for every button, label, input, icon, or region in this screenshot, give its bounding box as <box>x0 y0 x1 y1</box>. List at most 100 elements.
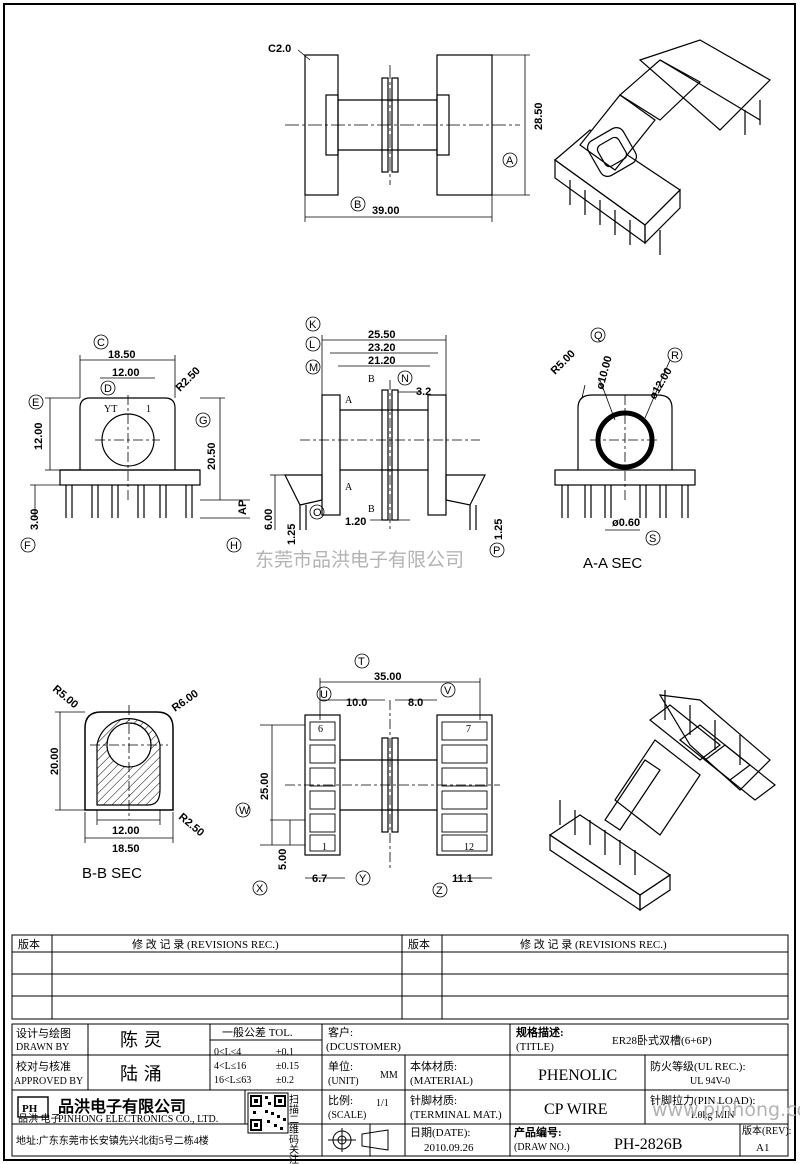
title-value: ER28卧式双槽(6+6P) <box>612 1034 712 1047</box>
bubble-m: M <box>309 362 318 374</box>
bubble-w: W <box>239 805 250 817</box>
tol-range-1: 0<L≤4 <box>214 1047 241 1058</box>
bubble-e: E <box>32 397 39 409</box>
dim-front-pin-left: 1.25 <box>286 524 298 545</box>
dim-bb-height: 20.00 <box>49 747 61 775</box>
company-address: 地址:广东东莞市长安镇先兴北街5号二栋4楼 <box>16 1134 209 1147</box>
scale-cn: 比例: <box>328 1093 353 1107</box>
dim-bottom-right: 8.0 <box>408 697 423 709</box>
dim-bottom-right-offset: 11.1 <box>452 873 473 885</box>
projection-symbol-icon <box>328 1128 389 1152</box>
company-logo-sub: 品洪 电子 <box>18 1112 61 1125</box>
dim-aa-pin: ø0.60 <box>612 517 640 529</box>
section-aa <box>554 359 696 531</box>
dim-front-pin-right: 1.25 <box>493 519 505 540</box>
tol-range-3: 16<L≤63 <box>214 1075 251 1086</box>
section-mark-b2: B <box>368 504 375 515</box>
terminal-cn: 针脚材质: <box>410 1093 457 1107</box>
section-aa-title: A-A SEC <box>583 555 642 572</box>
dim-front-wall: 1.20 <box>345 516 366 528</box>
bubble-h: H <box>230 540 238 552</box>
pin-number-7: 7 <box>466 724 471 735</box>
section-bb-title: B-B SEC <box>82 865 142 882</box>
ul-value: UL 94V-0 <box>690 1076 730 1087</box>
dim-left-radius: R2.50 <box>174 365 203 394</box>
dim-front-mid: 23.20 <box>368 342 396 354</box>
drawno-value: PH-2826B <box>614 1136 682 1153</box>
bubble-y: Y <box>359 873 367 885</box>
tolerance-title: 一般公差 TOL. <box>222 1025 293 1039</box>
left-view <box>30 355 250 519</box>
sheet-border <box>3 3 796 1161</box>
approved-by-name: 陆 涌 <box>120 1064 162 1085</box>
drawn-by-en: DRAWN BY <box>16 1042 69 1053</box>
bubble-r: R <box>671 350 679 362</box>
iso-view-bottom <box>548 690 776 912</box>
dim-aa-inner-dia: ø10.00 <box>594 355 614 391</box>
dim-bb-inner: 12.00 <box>112 825 140 837</box>
tol-range-2: 4<L≤16 <box>214 1061 246 1072</box>
watermark: 东莞市品洪电子有限公司 <box>255 549 464 571</box>
revisions-table <box>11 934 789 1020</box>
watermark-url: www.pinhong.com.ltd <box>652 1099 800 1121</box>
bubble-o: O <box>313 507 322 519</box>
drawn-by-cn: 设计与绘图 <box>16 1026 71 1040</box>
tol-value-3: ±0.2 <box>276 1075 294 1086</box>
approved-by-en: APPROVED BY <box>14 1076 83 1087</box>
bubble-l: L <box>309 339 315 351</box>
dim-left-height: 12.00 <box>33 422 45 450</box>
top-view <box>285 49 530 222</box>
tol-value-1: ±0.1 <box>276 1047 294 1058</box>
rev-col-record-right: 修 改 记 录 (REVISIONS REC.) <box>520 937 667 951</box>
material-cn: 本体材质: <box>410 1059 457 1073</box>
bubble-n: N <box>401 373 409 385</box>
drawno-en: (DRAW NO.) <box>514 1142 570 1153</box>
company-name-cn: 品洪电子有限公司 <box>58 1097 186 1116</box>
unit-value: MM <box>380 1070 398 1081</box>
bubble-z: Z <box>436 885 443 897</box>
bottom-view <box>260 678 500 879</box>
section-mark-b1: B <box>368 374 375 385</box>
tol-value-2: ±0.15 <box>276 1061 299 1072</box>
dim-bb-radius-right: R6.00 <box>170 688 201 715</box>
qr-caption: 扫描二维码关注品洪 <box>287 1093 299 1164</box>
bubble-g: G <box>199 415 208 427</box>
bubble-s: S <box>649 533 656 545</box>
bubble-f: F <box>24 540 31 552</box>
material-value: PHENOLIC <box>538 1067 617 1084</box>
date-cn: 日期(DATE): <box>410 1126 471 1139</box>
section-mark-a2: A <box>345 482 353 493</box>
drawn-by-name: 陈 灵 <box>120 1030 162 1051</box>
pin-number-6: 6 <box>318 724 323 735</box>
dim-front-slot: 3.2 <box>416 386 431 398</box>
mark-1: 1 <box>146 404 151 415</box>
dim-left-total: 20.50 <box>206 442 218 470</box>
customer-en: (DCUSTOMER) <box>326 1041 401 1053</box>
bubble-u: U <box>320 689 328 701</box>
approved-by-cn: 校对与核准 <box>16 1059 71 1073</box>
bubble-q: Q <box>594 330 603 342</box>
dim-left-ap: AP <box>237 500 249 515</box>
bubble-p: P <box>493 545 500 557</box>
unit-cn: 单位: <box>328 1059 353 1073</box>
pin-number-1: 1 <box>322 842 327 853</box>
dim-left-pin: 3.00 <box>29 509 41 530</box>
dim-left-inner: 12.00 <box>112 367 140 379</box>
dim-bb-radius-left: R5.00 <box>50 683 80 711</box>
dim-front-overall: 25.50 <box>368 329 396 341</box>
scale-value: 1/1 <box>376 1098 389 1109</box>
title-cn: 规格描述: <box>516 1025 564 1039</box>
pin-load-cn: 针脚拉力(PIN LOAD): <box>650 1093 755 1107</box>
title-block <box>11 1023 789 1157</box>
terminal-value: CP WIRE <box>544 1101 608 1118</box>
dim-bottom-height: 25.00 <box>259 772 271 800</box>
drawno-cn: 产品编号: <box>514 1125 562 1139</box>
pin-load-value: 1.0kg MIN <box>690 1110 734 1121</box>
bubble-c: C <box>97 337 105 349</box>
front-view <box>270 335 486 530</box>
bubble-d: D <box>104 383 112 395</box>
dim-front-height: 6.00 <box>263 509 275 530</box>
rev-col-version-right: 版本 <box>408 937 430 951</box>
iso-view-top <box>554 39 771 255</box>
